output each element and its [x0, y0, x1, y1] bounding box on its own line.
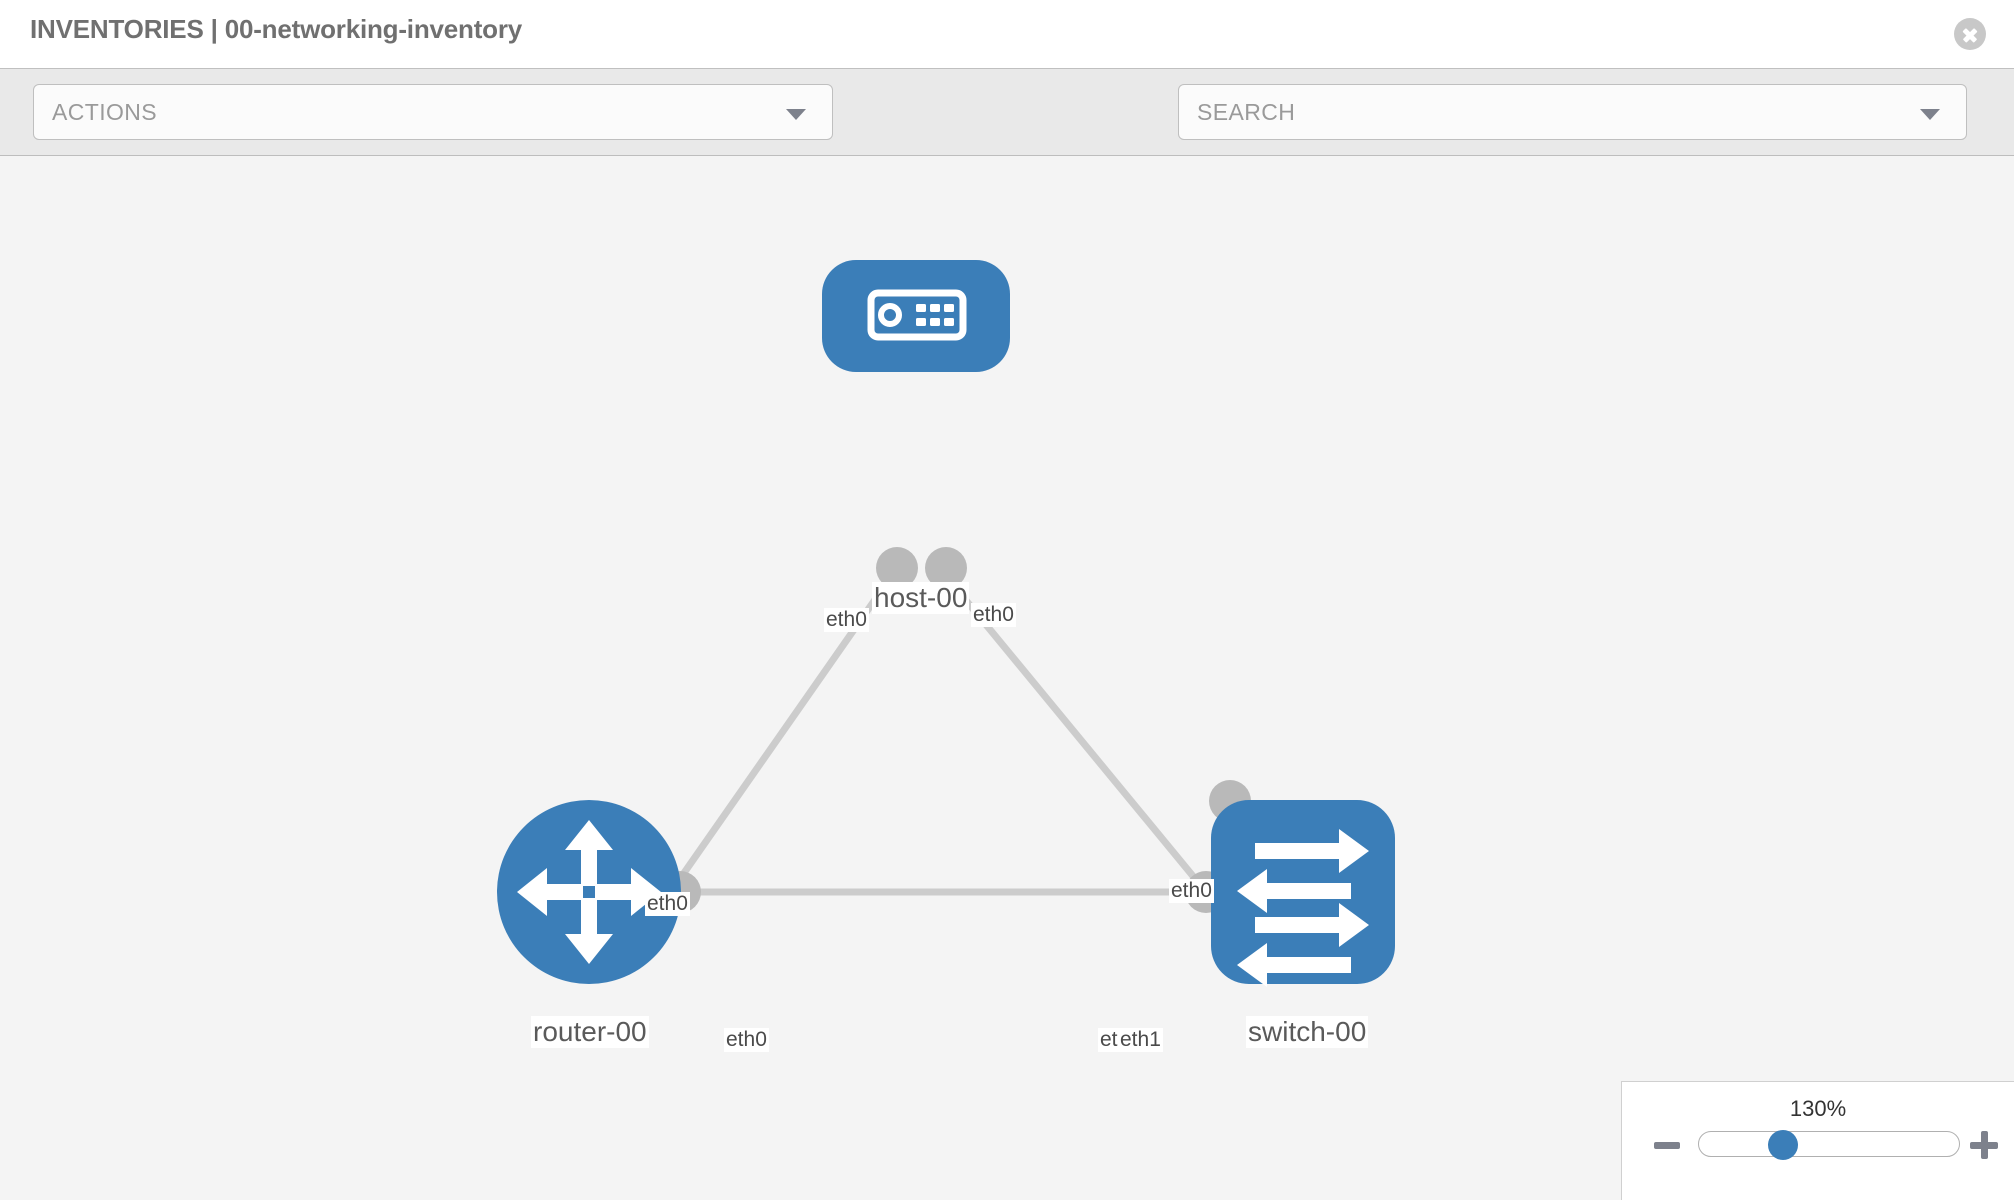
topology-canvas[interactable]: host-00 router-00 switch-00 eth0 eth0 et… — [0, 156, 2014, 1200]
actions-dropdown-label: ACTIONS — [52, 98, 158, 125]
actions-dropdown[interactable]: ACTIONS — [33, 84, 833, 140]
toolbar: ACTIONS SEARCH — [0, 68, 2014, 193]
iface-label: eth0 — [1169, 879, 1214, 903]
chevron-down-icon — [786, 109, 806, 120]
node-switch-00 — [1211, 800, 1395, 987]
search-input[interactable]: SEARCH — [1178, 84, 1967, 140]
page-header: INVENTORIES | 00-networking-inventory — [0, 0, 2014, 68]
zoom-percent-label: 130% — [1789, 1096, 1847, 1121]
zoom-out-button[interactable] — [1654, 1142, 1680, 1149]
search-placeholder: SEARCH — [1197, 98, 1296, 125]
close-icon[interactable] — [1954, 18, 1986, 50]
iface-label: eth1 — [1118, 1028, 1163, 1052]
zoom-slider-handle[interactable] — [1768, 1130, 1798, 1160]
node-host-00 — [822, 260, 1010, 372]
node-label-router-00: router-00 — [531, 1016, 649, 1048]
node-label-host-00: host-00 — [872, 582, 970, 614]
topology-links — [609, 578, 1256, 979]
iface-label: eth0 — [824, 608, 869, 632]
chevron-down-icon — [1920, 109, 1940, 120]
connector-host-right — [925, 547, 967, 589]
zoom-in-button[interactable] — [1970, 1131, 1998, 1159]
topology-graph — [497, 260, 1395, 987]
iface-label: eth0 — [645, 892, 690, 916]
page-title: INVENTORIES | 00-networking-inventory — [30, 14, 523, 44]
connector-host-left — [876, 547, 918, 589]
node-label-switch-00: switch-00 — [1246, 1016, 1369, 1048]
zoom-control: 130% — [1621, 1081, 2014, 1200]
zoom-slider[interactable] — [1698, 1131, 1960, 1157]
iface-label: eth0 — [724, 1028, 769, 1052]
iface-label: eth0 — [971, 603, 1016, 627]
node-router-00 — [497, 800, 681, 984]
